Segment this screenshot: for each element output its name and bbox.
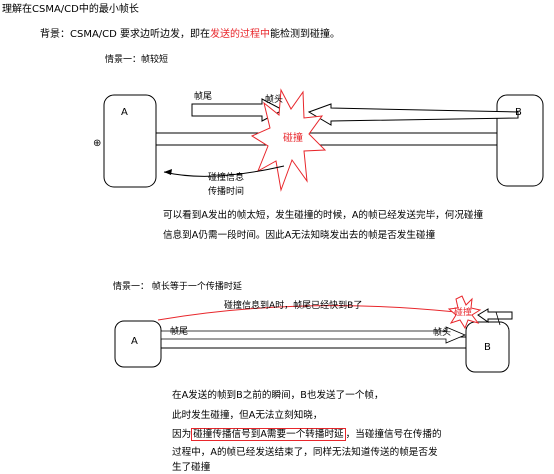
scenario2-collision-label: 碰撞	[454, 308, 473, 318]
page-title: 理解在CSMA/CD中的最小帧长	[2, 4, 139, 15]
scenario2-frame-arrow	[160, 326, 467, 344]
scenario1-node-b-label: B	[515, 107, 522, 118]
scenario2-b-connector	[495, 311, 501, 326]
scenario2-node-b-label: B	[484, 342, 491, 353]
background-prefix: 背景：CSMA/CD 要求边听边发，即在	[40, 29, 211, 40]
scenario2-node-a-label: A	[131, 336, 138, 347]
scenario2-node-a-box	[114, 320, 162, 368]
scenario1-frame-head-label: 帧头	[265, 95, 284, 105]
scenario1-channel	[155, 132, 498, 146]
cursor-crosshair-icon: ⊕	[93, 138, 102, 149]
scenario2-description-line5: 生了碰撞	[172, 462, 211, 473]
scenario2-signal-curve	[157, 305, 457, 321]
background-text: 背景：CSMA/CD 要求边听边发，即在发送的过程中能检测到碰撞。	[40, 29, 340, 41]
scenario1-node-a-box	[103, 94, 157, 188]
desc3-prefix: 因为	[172, 429, 192, 440]
scenario2-description-line2: 此时发生碰撞，但A无法立刻知晓，	[172, 410, 323, 421]
scenario1-info-arrowhead	[164, 169, 172, 175]
scenario2-heading: 情景一： 帧长等于一个传播时延	[113, 282, 242, 292]
background-suffix: 能检测到碰撞。	[270, 29, 341, 40]
scenario2-description-line3: 因为碰撞传播信号到A需要一个转播时延，当碰撞信号在传播的	[172, 428, 442, 441]
scenario1-collision-info-label: 碰撞信息	[208, 173, 245, 183]
scenario1-frame-tail-label: 帧尾	[194, 92, 213, 102]
scenario2-description-line1: 在A发送的帧到B之前的瞬间，B也发送了一个帧，	[172, 390, 384, 401]
scenario1-collision-burst	[250, 88, 327, 192]
background-highlight: 发送的过程中	[210, 29, 271, 40]
scenario2-signal-label: 碰撞信息到A时，帧尾已经快到B了	[224, 301, 363, 311]
desc3-suffix: ，当碰撞信号在传播的	[345, 429, 442, 440]
scenario2-frame-head-label: 帧头	[433, 328, 452, 338]
scenario2-description-line4: 过程中，A的帧已经发送结束了，同样无法知道传送的帧是否发	[172, 447, 438, 458]
scenario1-propagation-time-label: 传播时间	[208, 187, 245, 197]
scenario1-node-a-label: A	[121, 107, 128, 118]
scenario1-description-line1: 可以看到A发出的帧太短，发生碰撞的时候，A的帧已经发送完毕，何况碰撞	[163, 210, 484, 221]
scenario1-collision-label: 碰撞	[283, 133, 303, 144]
scenario2-collision-burst	[447, 295, 482, 330]
scenario1-heading: 情景一：帧较短	[105, 55, 169, 65]
scenario1-description-line2: 信息到A仍需一段时间。因此A无法知晓发出去的帧是否发生碰撞	[163, 230, 436, 241]
desc3-boxed-highlight: 碰撞传播信号到A需要一个转播时延	[191, 428, 346, 441]
scenario1-frame-arrow-b	[307, 103, 519, 126]
scenario2-frame-arrow-b	[477, 308, 513, 323]
scenario1-info-curve	[163, 165, 285, 177]
scenario2-frame-tail-label: 帧尾	[170, 327, 189, 337]
